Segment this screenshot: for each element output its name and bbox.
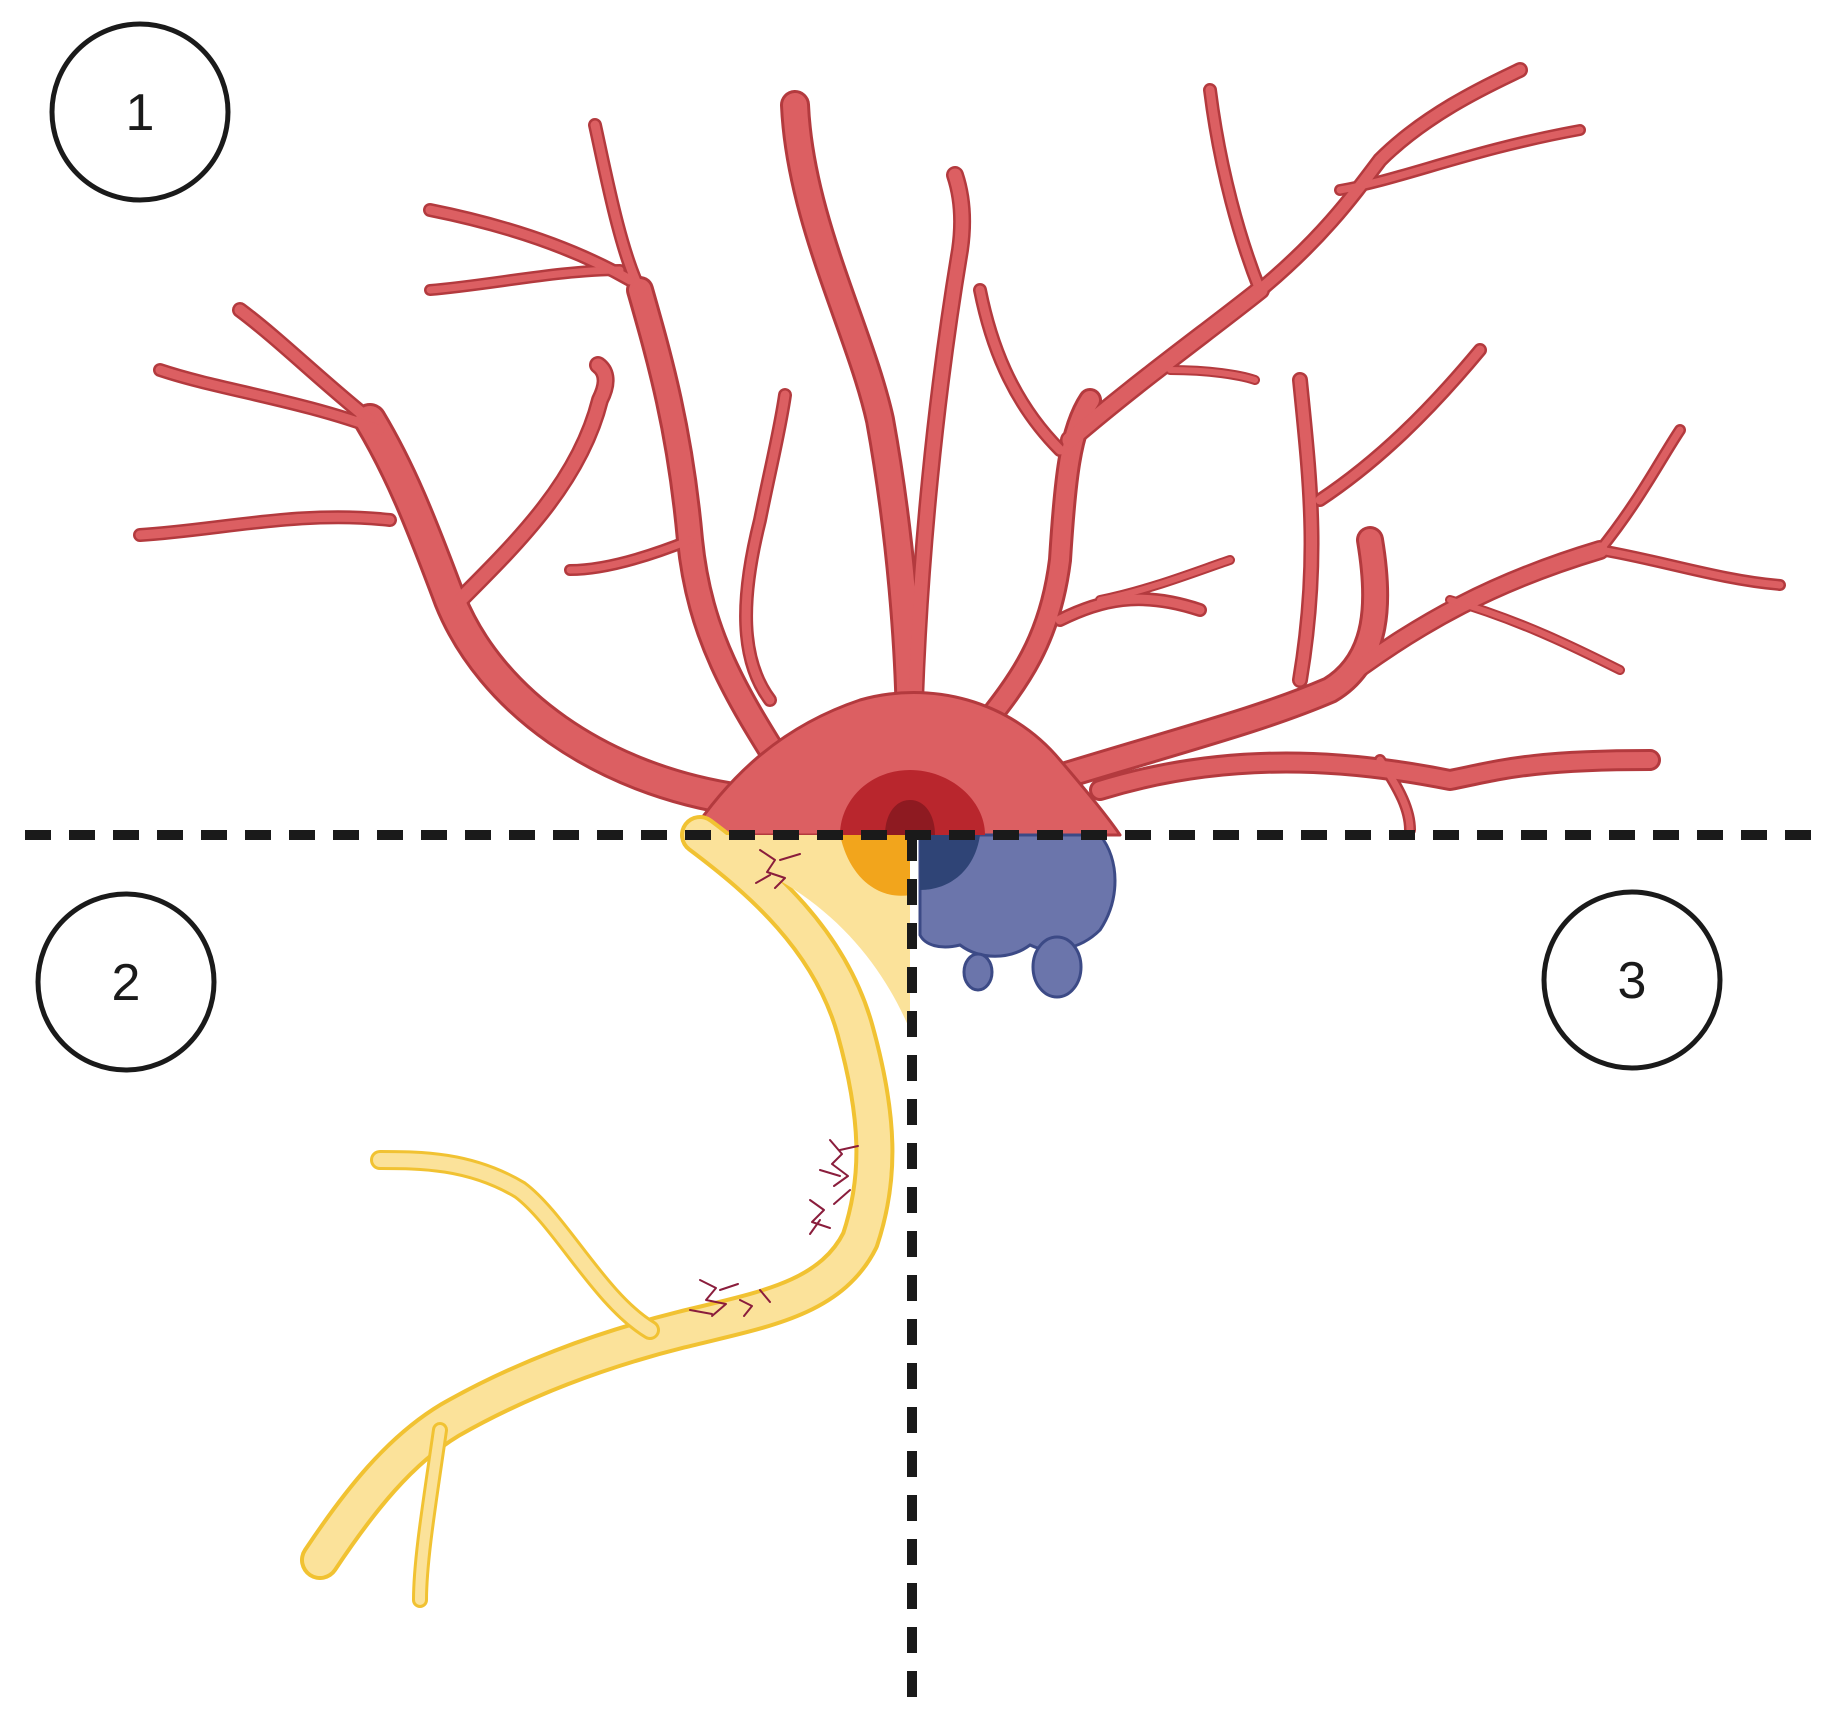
red-soma — [688, 691, 1122, 837]
quadrant-2-label: 2 — [112, 954, 141, 1012]
quadrant-1-marker: 1 — [49, 21, 231, 203]
quadrant-2-marker: 2 — [35, 891, 217, 1073]
tangles — [689, 849, 859, 1317]
quadrant-dividers — [25, 830, 1820, 1715]
quadrant-3-marker: 3 — [1541, 889, 1723, 1071]
blue-nucleus — [920, 835, 980, 890]
yellow-axon — [300, 815, 910, 1608]
red-nucleus — [840, 770, 985, 835]
yellow-nucleus — [840, 835, 910, 896]
quadrant-3-label: 3 — [1618, 952, 1647, 1010]
quadrant-1-label: 1 — [126, 84, 155, 142]
blue-blebbing — [918, 833, 1117, 999]
red-neuron — [133, 62, 1786, 837]
